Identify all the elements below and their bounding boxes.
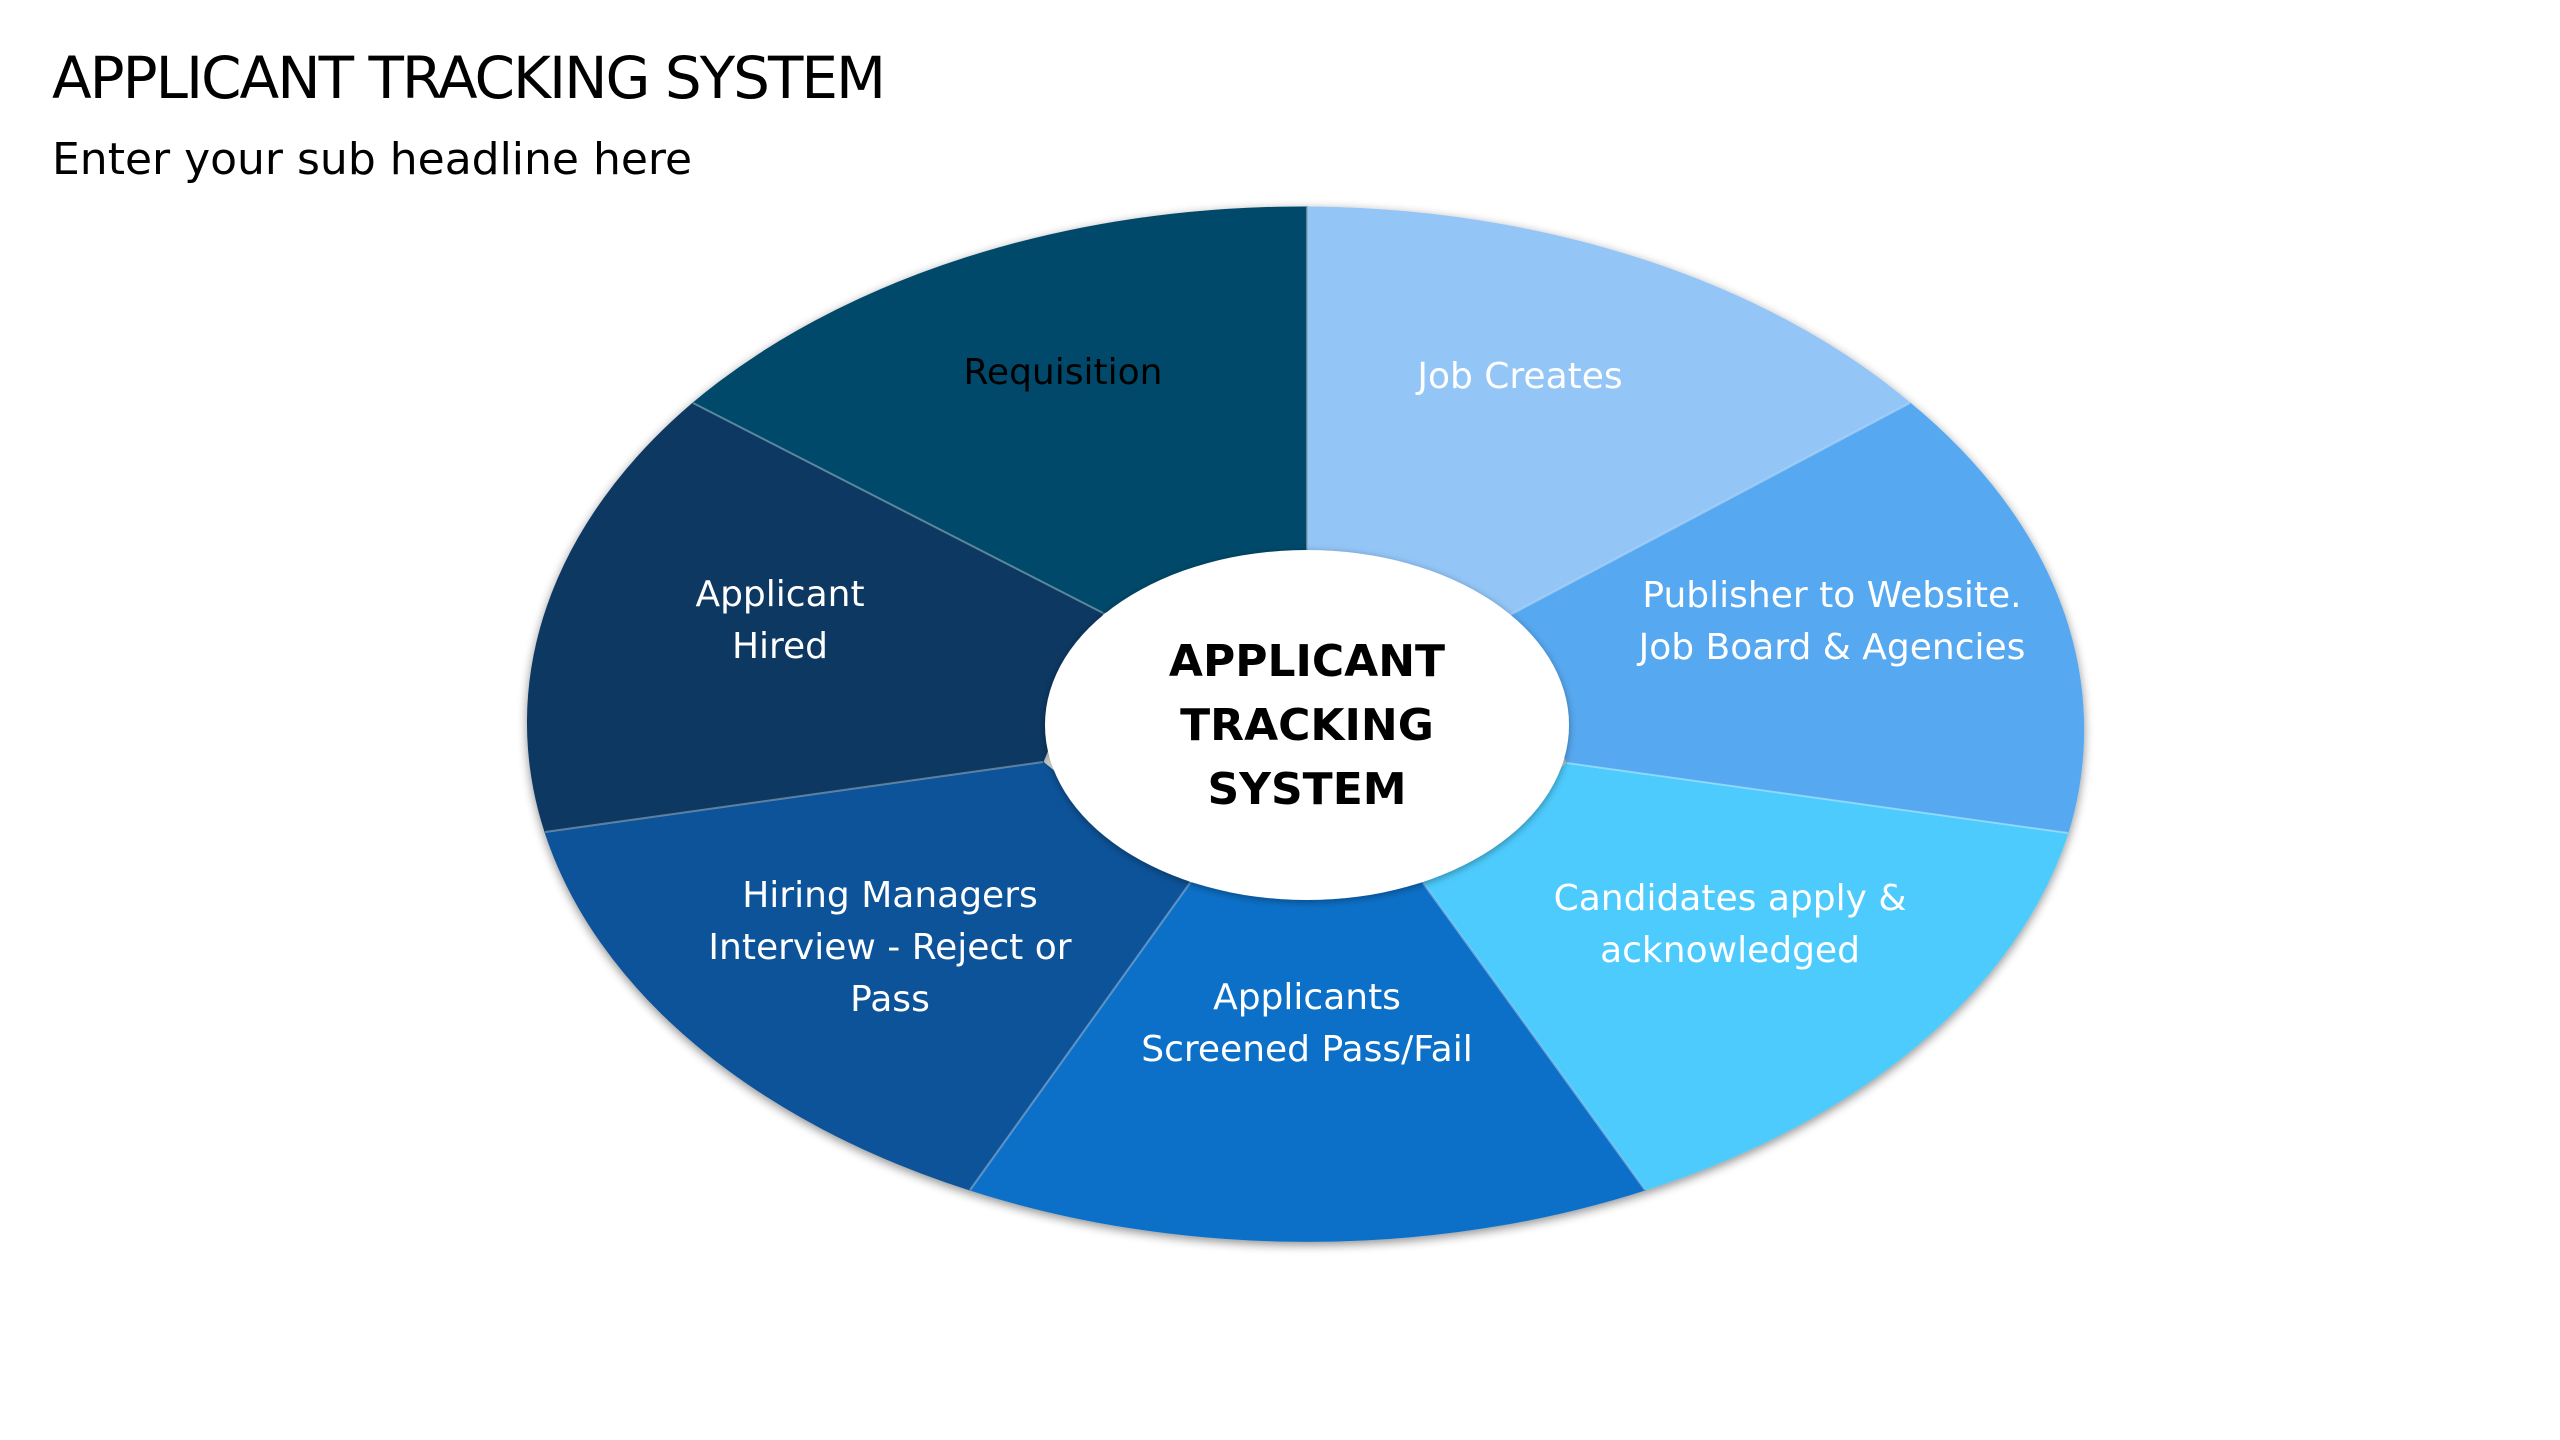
segment-label-line: Candidates apply &	[1554, 878, 1907, 919]
center-label: APPLICANT TRACKING SYSTEM	[1169, 636, 1445, 815]
segment-label-requisition: Requisition	[964, 352, 1163, 393]
segment-applicants-screened	[544, 761, 1191, 1191]
segment-requisition	[1306, 206, 1911, 616]
center-ellipse	[1045, 550, 1569, 900]
segment-label-line: Pass	[850, 979, 930, 1020]
segment-divider	[692, 402, 1104, 614]
segment-label-line: acknowledged	[1600, 930, 1860, 971]
center-label-line: APPLICANT	[1169, 636, 1445, 687]
segment-label-line: Applicants	[1213, 977, 1401, 1018]
segment-publisher	[1422, 762, 2069, 1191]
segment-label-line: Job Creates	[1415, 356, 1622, 397]
center-hub: APPLICANT TRACKING SYSTEM	[1045, 550, 1569, 900]
segment-divider	[1509, 402, 1911, 616]
segment-divider	[544, 761, 1044, 833]
segment-label-line: Applicant	[695, 574, 864, 615]
page-subtitle: Enter your sub headline here	[52, 134, 693, 185]
segment-label-line: Interview - Reject or	[708, 927, 1071, 968]
segment-divider	[969, 882, 1191, 1191]
segment-label-line: Job Board & Agencies	[1637, 627, 2026, 668]
segment-label-line: Screened Pass/Fail	[1141, 1029, 1472, 1070]
page-title: APPLICANT TRACKING SYSTEM	[52, 44, 886, 112]
segment-divider	[1566, 762, 2069, 834]
segment-candidates-apply	[969, 882, 1646, 1242]
center-label-line: TRACKING	[1180, 700, 1434, 751]
segment-job-creates	[1509, 402, 2085, 834]
segment-label-line: Hired	[732, 626, 828, 667]
segment-label-line: Hiring Managers	[742, 875, 1038, 916]
segment-label-line: Publisher to Website.	[1642, 575, 2021, 616]
segment-label-line: Requisition	[964, 352, 1163, 393]
segment-hiring-managers	[526, 402, 1104, 833]
cycle-ring	[526, 206, 2085, 1242]
segment-label-job-creates: Job Creates	[1415, 356, 1622, 397]
segment-label-publisher: Publisher to Website. Job Board & Agencie…	[1637, 575, 2026, 668]
segment-divider	[1422, 882, 1646, 1191]
center-label-line: SYSTEM	[1207, 764, 1406, 815]
segment-label-candidates-apply: Candidates apply & acknowledged	[1554, 878, 1907, 971]
segment-applicant-hired	[692, 206, 1308, 614]
